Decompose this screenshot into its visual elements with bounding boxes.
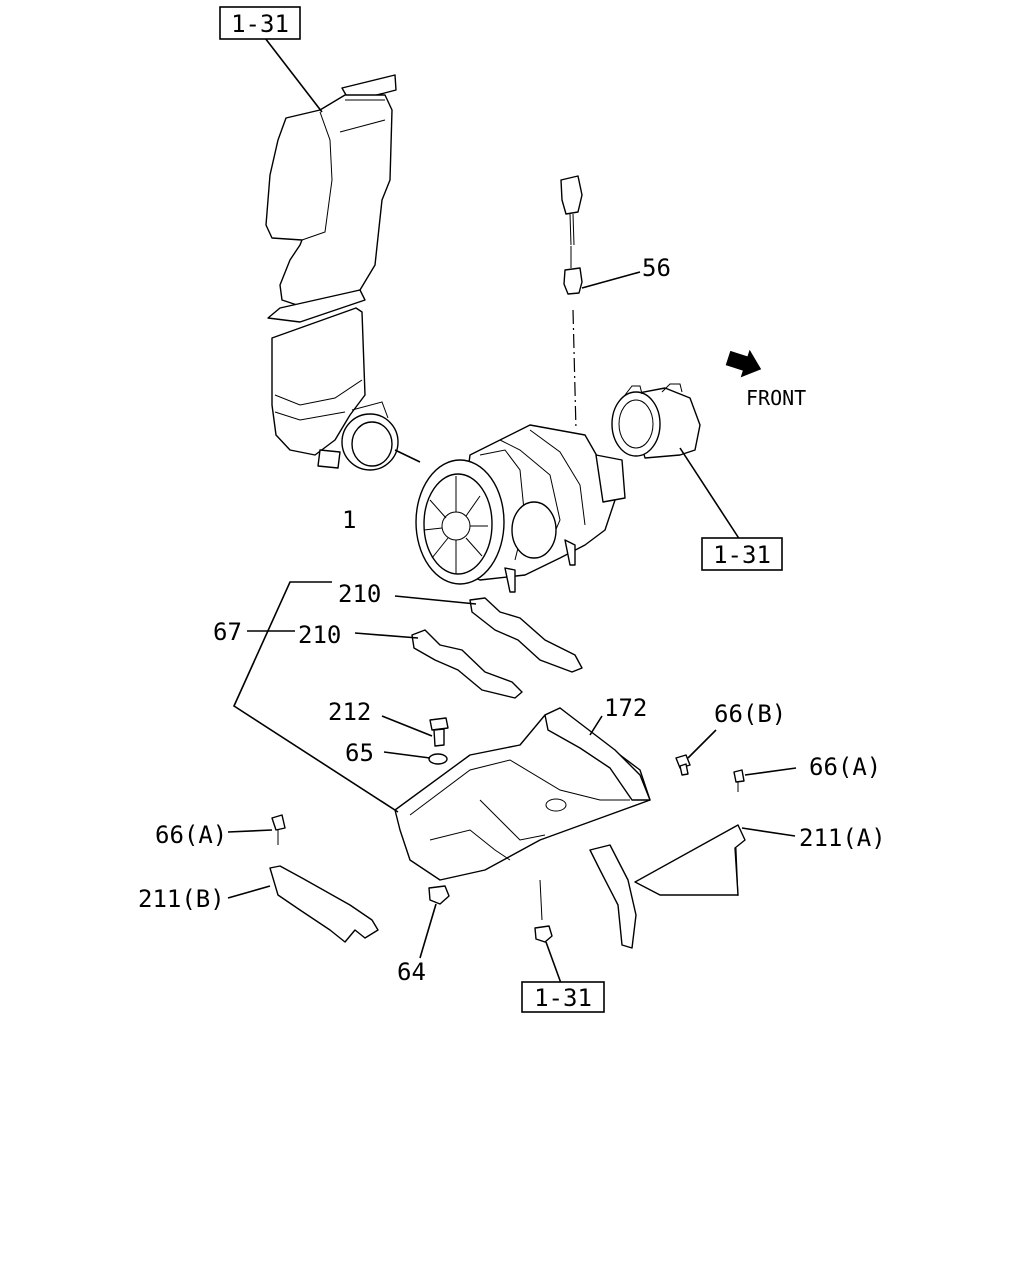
- label-66a-left: 66(A): [155, 821, 227, 849]
- label-172: 172: [604, 694, 647, 722]
- label-66b: 66(B): [714, 700, 786, 728]
- sensor-56: [560, 175, 583, 431]
- label-211a: 211(A): [799, 824, 886, 852]
- washer-65: [428, 753, 448, 765]
- label-66a-right: 66(A): [809, 753, 881, 781]
- band-210-lower: [411, 629, 523, 699]
- label-56: 56: [642, 254, 671, 282]
- nut-64: [428, 885, 450, 905]
- front-arrow-icon: [725, 349, 762, 378]
- ref-box-bottom[interactable]: 1-31: [521, 981, 605, 1013]
- ref-box-top[interactable]: 1-31: [219, 6, 301, 40]
- label-front: FRONT: [746, 386, 806, 410]
- label-67: 67: [213, 618, 242, 646]
- ref-label-bottom: 1-31: [534, 984, 592, 1012]
- label-210-lower: 210: [298, 621, 341, 649]
- ref-box-right[interactable]: 1-31: [701, 537, 783, 571]
- nut-bottom: [534, 879, 553, 943]
- label-1: 1: [342, 506, 356, 534]
- plate-211a: [634, 824, 746, 897]
- bolt-66b: [675, 754, 691, 776]
- intake-hose: [611, 383, 701, 459]
- bracket-172: [394, 707, 651, 949]
- clip-66a-right: [733, 769, 745, 792]
- clip-66a-left: [271, 814, 286, 845]
- band-210-upper: [469, 597, 583, 673]
- label-65: 65: [345, 739, 374, 767]
- label-211b: 211(B): [138, 885, 225, 913]
- air-cleaner: [394, 424, 626, 593]
- leader-lines: [227, 37, 797, 987]
- ref-label-right: 1-31: [713, 541, 771, 569]
- label-212: 212: [328, 698, 371, 726]
- plate-211b: [269, 865, 379, 943]
- label-64: 64: [397, 958, 426, 986]
- bolt-212: [429, 717, 449, 747]
- label-210-upper: 210: [338, 580, 381, 608]
- ref-label-top: 1-31: [231, 10, 289, 38]
- intake-duct: [265, 74, 399, 471]
